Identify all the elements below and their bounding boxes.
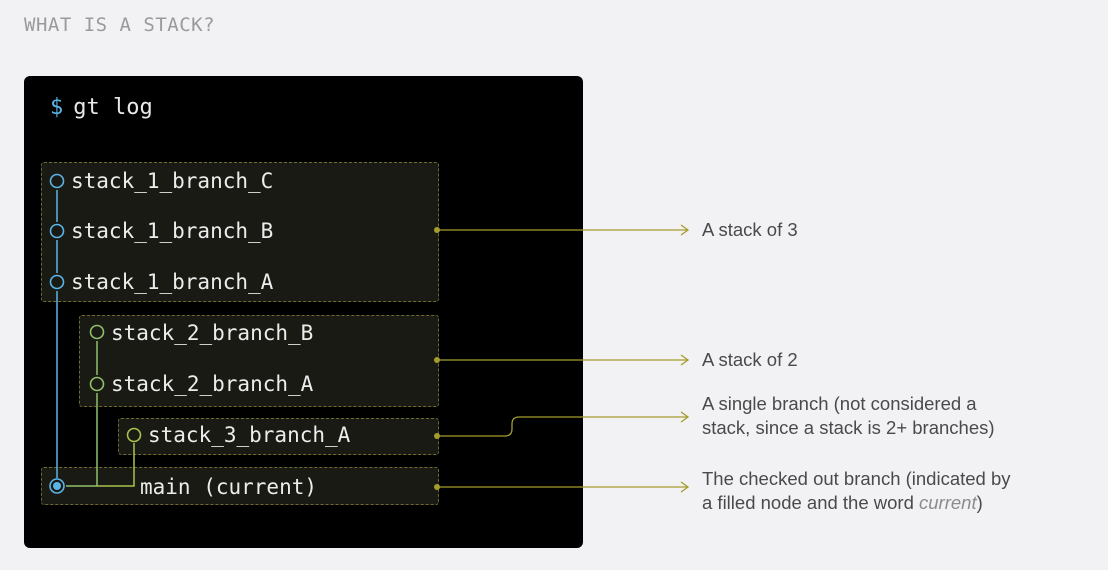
node-icon — [49, 173, 65, 189]
node-icon — [89, 376, 105, 392]
annotation-checked-out: The checked out branch (indicated by a f… — [702, 467, 1011, 515]
stack-3-edge — [97, 443, 135, 487]
stack-1-group — [41, 162, 439, 302]
stack-3-group — [118, 418, 439, 455]
current-emphasis: current — [919, 492, 977, 513]
stack-2-edge — [66, 393, 98, 487]
annotation-line: stack, since a stack is 2+ branches) — [702, 417, 995, 438]
annotation-text: a filled node and the word — [702, 492, 920, 513]
branch-label: stack_2_branch_B — [111, 321, 314, 345]
arrow-icon — [680, 224, 690, 236]
annotation-text: ) — [976, 492, 983, 513]
annotation-line: The checked out branch (indicated by — [702, 468, 1011, 489]
annotation-single-branch: A single branch (not considered a stack,… — [702, 392, 995, 440]
arrow-icon — [680, 481, 690, 493]
annotation-line: a filled node and the word current) — [702, 491, 1011, 515]
branch-label: stack_1_branch_C — [71, 169, 274, 193]
branch-label: stack_1_branch_B — [71, 219, 274, 243]
branch-label: stack_2_branch_A — [111, 372, 314, 396]
filled-node-dot — [53, 482, 61, 490]
prompt-symbol: $ — [50, 95, 64, 120]
stack-2-group — [79, 315, 439, 407]
current-branch-label: main (current) — [140, 475, 318, 499]
node-icon — [89, 324, 105, 340]
branch-label: stack_1_branch_A — [71, 270, 274, 294]
branch-label: stack_3_branch_A — [148, 423, 351, 447]
filled-node-icon — [49, 478, 65, 494]
node-icon — [49, 274, 65, 290]
section-heading: WHAT IS A STACK? — [24, 14, 216, 36]
command-text: gt log — [73, 95, 153, 120]
arrow-icon — [680, 354, 690, 366]
annotation-line: A single branch (not considered a — [702, 393, 977, 414]
command-line: $ gt log — [50, 95, 153, 120]
annotation-stack-of-3: A stack of 3 — [702, 219, 798, 240]
node-icon — [126, 427, 142, 443]
connector-line — [437, 416, 688, 437]
node-icon — [49, 223, 65, 239]
annotation-stack-of-2: A stack of 2 — [702, 349, 798, 370]
arrow-icon — [680, 411, 690, 423]
